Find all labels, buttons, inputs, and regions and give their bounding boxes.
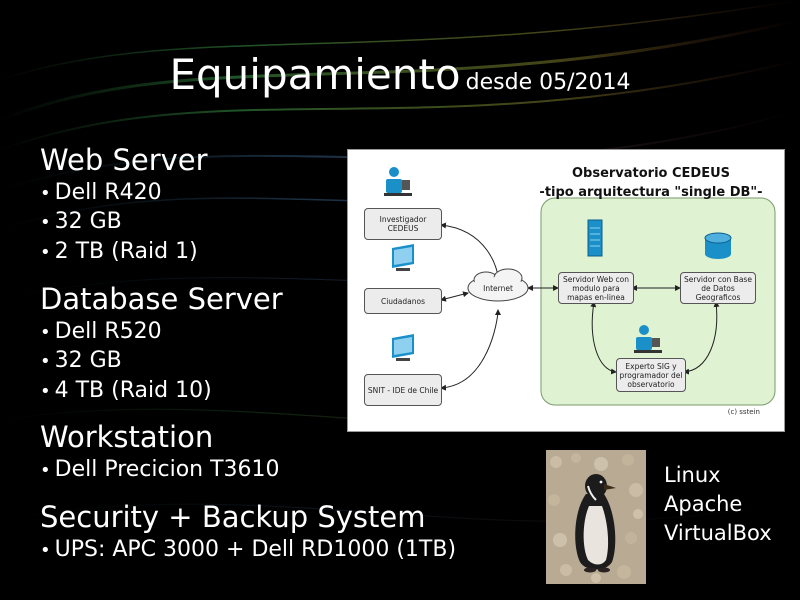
web-server-item: •32 GB bbox=[40, 209, 122, 234]
diagram-graphics bbox=[384, 167, 776, 406]
database-server-item: •Dell R520 bbox=[40, 319, 162, 344]
monitor-icon bbox=[392, 244, 414, 271]
node-servidor-db: Servidor con Base de Datos Geograficos bbox=[680, 272, 756, 304]
node-snit: SNIT - IDE de Chile bbox=[364, 374, 442, 406]
software-item: Linux bbox=[664, 463, 721, 487]
software-item: Apache bbox=[664, 492, 743, 516]
security-heading: Security + Backup System bbox=[40, 500, 426, 534]
node-ciudadanos: Ciudadanos bbox=[364, 288, 442, 314]
node-experto: Experto SIG y programador del observator… bbox=[616, 358, 686, 392]
node-servidor-web: Servidor Web con modulo para mapas en-li… bbox=[558, 272, 634, 304]
database-icon bbox=[704, 232, 732, 259]
cloud-icon bbox=[467, 268, 529, 302]
database-server-heading: Database Server bbox=[40, 282, 283, 316]
user-at-computer-icon bbox=[634, 325, 662, 353]
user-at-computer-icon bbox=[384, 167, 412, 196]
slide-title-suffix: desde 05/2014 bbox=[465, 70, 631, 95]
architecture-diagram: Observatorio CEDEUS -tipo arquitectura "… bbox=[347, 149, 785, 432]
diagram-title: Observatorio CEDEUS bbox=[571, 166, 731, 181]
monitor-icon bbox=[392, 334, 414, 361]
server-icon bbox=[587, 219, 603, 257]
software-item: VirtualBox bbox=[664, 521, 772, 545]
security-item: •UPS: APC 3000 + Dell RD1000 (1TB) bbox=[40, 537, 457, 562]
web-server-item: •Dell R420 bbox=[40, 180, 162, 205]
slide-title: Equipamiento desde 05/2014 bbox=[0, 50, 800, 99]
workstation-heading: Workstation bbox=[40, 420, 214, 454]
database-server-item: •32 GB bbox=[40, 348, 122, 373]
diagram-credit: (c) sstein bbox=[727, 408, 760, 416]
node-internet: Internet bbox=[483, 283, 513, 293]
slide-title-main: Equipamiento bbox=[169, 50, 461, 99]
penguin-photo bbox=[546, 450, 646, 584]
diagram-subtitle: -tipo arquitectura "single DB"- bbox=[539, 185, 763, 200]
web-server-heading: Web Server bbox=[40, 143, 208, 177]
workstation-item: •Dell Precicion T3610 bbox=[40, 457, 280, 482]
node-investigador: Investigador CEDEUS bbox=[364, 208, 442, 240]
database-server-item: •4 TB (Raid 10) bbox=[40, 378, 212, 403]
web-server-item: •2 TB (Raid 1) bbox=[40, 239, 198, 264]
